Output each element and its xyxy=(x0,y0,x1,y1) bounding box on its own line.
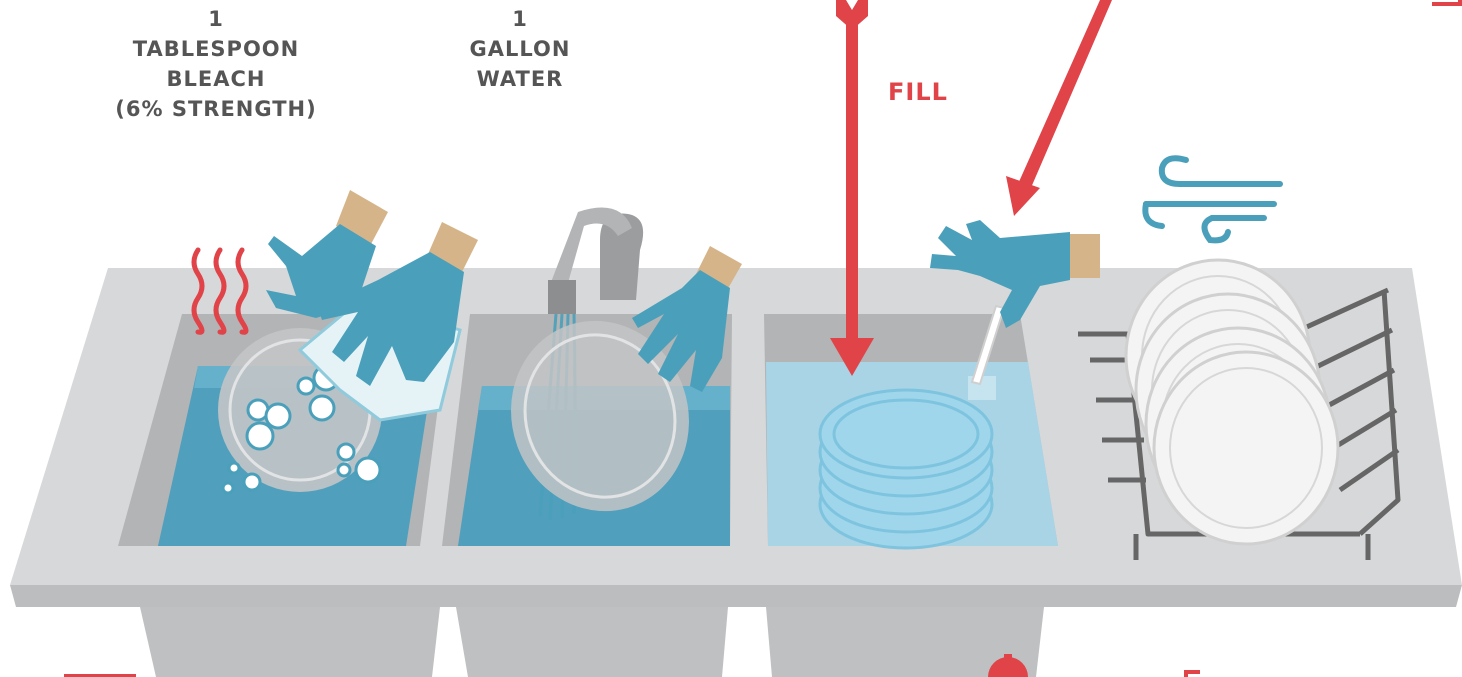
wind-icon xyxy=(1145,158,1280,240)
plate-stack xyxy=(820,390,992,548)
sink-base xyxy=(140,607,1044,677)
test-arrow-icon xyxy=(1006,0,1112,216)
